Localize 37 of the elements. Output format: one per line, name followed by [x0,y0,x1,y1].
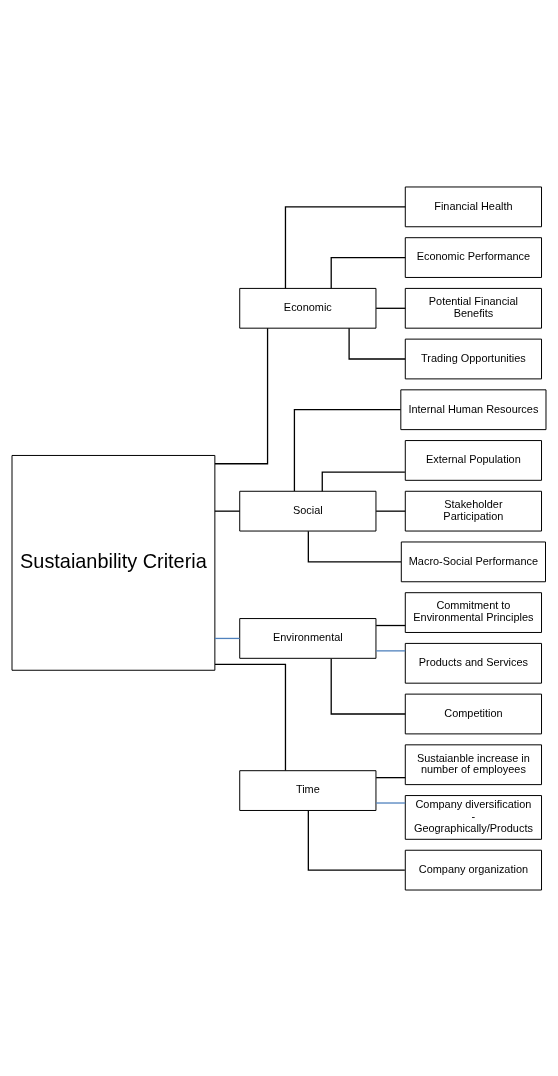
connector [307,530,402,562]
connector [375,801,406,804]
connector [321,470,406,492]
node-box: Social [239,490,377,532]
node-box: Internal Human Resources [400,388,547,430]
connector [375,624,406,626]
connector [375,776,406,778]
node-box: Company diversification - Geographically/Products [404,794,542,840]
connector [375,307,406,309]
connector [284,205,406,289]
node-box: Sustaianble increase in number of employees [404,743,542,785]
connector [330,657,406,715]
node-box: Time [239,769,377,811]
node-box: Company organization [404,849,542,890]
node-box: External Population [404,439,542,481]
connector [330,256,406,289]
node-box: Trading Opportunities [404,338,542,379]
node-box: Macro-Social Performance [400,541,546,582]
node-box: Financial Health [404,186,542,227]
connector [293,408,402,492]
node-box: Commitment to Environmental Principles [404,591,542,633]
node-box: Potential Financial Benefits [404,287,542,329]
connector [214,327,269,464]
node-box: Economic [239,287,377,329]
node-box: Sustaianbility Criteria [11,454,216,671]
connector [348,327,406,360]
connector [307,809,406,871]
node-box: Stakeholder Participation [404,490,542,532]
connector [375,649,406,651]
node-box: Economic Performance [404,236,542,278]
node-box: Environmental [239,617,377,659]
connector [214,510,241,512]
connector [214,637,241,639]
connector [375,510,406,512]
node-box: Products and Services [404,642,542,684]
node-box: Competition [404,693,542,734]
connector [214,663,287,771]
